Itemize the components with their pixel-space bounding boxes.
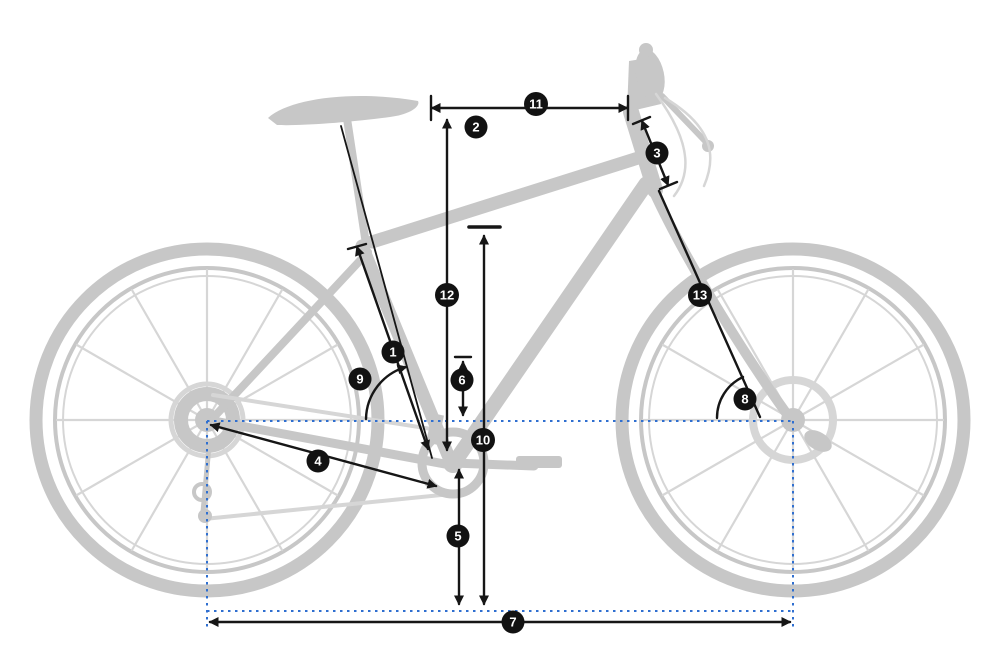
measure-10-vertical: [467, 225, 502, 606]
measure-13-fork-axis: [657, 189, 762, 419]
marker-6: 6: [450, 368, 474, 392]
marker-2: 2: [464, 115, 488, 139]
marker-8: 8: [733, 387, 757, 411]
marker-4-label: 4: [314, 454, 322, 469]
marker-2-label: 2: [472, 120, 479, 135]
handlebar: [627, 43, 714, 198]
markers: 1 2 3 4 5 6 7 8: [306, 92, 757, 634]
marker-1: 1: [381, 340, 405, 364]
marker-11-label: 11: [529, 97, 543, 112]
marker-12: 12: [435, 283, 459, 307]
marker-9: 9: [348, 367, 372, 391]
reference-lines: [206, 420, 794, 628]
marker-6-circle: [450, 368, 474, 392]
front-brake-caliper: [804, 430, 832, 452]
marker-8-circle: [733, 387, 757, 411]
seat-stay: [210, 248, 372, 421]
top-tube: [365, 151, 645, 249]
marker-5: 5: [446, 524, 470, 548]
saddle: [268, 96, 419, 126]
marker-3-circle: [645, 141, 669, 165]
marker-6-label: 6: [458, 373, 465, 388]
marker-12-label: 12: [440, 288, 454, 303]
measure-9-seat-angle-arc: [364, 364, 408, 421]
pedal: [516, 456, 562, 468]
marker-13-circle: [688, 283, 712, 307]
bike-silhouette: [29, 43, 971, 598]
marker-13-label: 13: [693, 288, 707, 303]
marker-3-label: 3: [653, 146, 660, 161]
marker-10-circle: [471, 428, 495, 452]
marker-1-label: 1: [389, 345, 396, 360]
marker-7-label: 7: [509, 615, 516, 630]
marker-10-label: 10: [476, 433, 490, 448]
marker-5-label: 5: [454, 529, 461, 544]
marker-8-label: 8: [741, 392, 748, 407]
marker-10: 10: [471, 428, 495, 452]
chain-bottom: [202, 492, 453, 521]
brake-cable: [663, 96, 712, 188]
marker-11: 11: [524, 92, 548, 116]
marker-9-circle: [348, 367, 372, 391]
shift-cable: [654, 92, 687, 198]
measure-8-head-angle-arc: [715, 375, 745, 420]
marker-4: 4: [306, 449, 330, 473]
marker-9-label: 9: [356, 372, 363, 387]
brake-lever: [659, 93, 709, 145]
measure-1-seat-tube: [340, 125, 433, 459]
fork: [649, 187, 794, 422]
marker-13: 13: [688, 283, 712, 307]
marker-5-circle: [446, 524, 470, 548]
marker-3: 3: [645, 141, 669, 165]
marker-11-circle: [524, 92, 548, 116]
marker-1-circle: [381, 340, 405, 364]
marker-12-circle: [435, 283, 459, 307]
marker-2-circle: [464, 115, 488, 139]
marker-7: 7: [501, 610, 525, 634]
bottom-bracket: [443, 453, 463, 473]
marker-4-circle: [306, 449, 330, 473]
marker-7-circle: [501, 610, 525, 634]
